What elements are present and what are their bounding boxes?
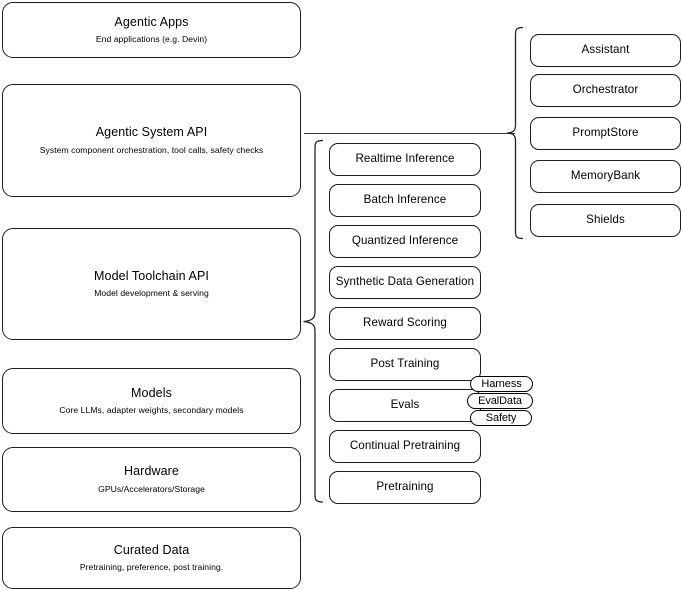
component-box-orchestrator[interactable]: Orchestrator: [530, 74, 681, 107]
layer-title: Curated Data: [113, 542, 190, 557]
layer-box-agentic-system-api[interactable]: Agentic System API System component orch…: [2, 84, 301, 197]
layer-title: Hardware: [124, 464, 179, 479]
layer-subtitle: Core LLMs, adapter weights, secondary mo…: [59, 405, 244, 416]
layer-subtitle: Pretraining, preference, post training.: [79, 562, 224, 573]
component-box-promptstore[interactable]: PromptStore: [530, 117, 681, 150]
component-box-assistant[interactable]: Assistant: [530, 34, 681, 67]
layer-subtitle: System component orchestration, tool cal…: [39, 144, 264, 155]
component-label: MemoryBank: [570, 169, 641, 183]
capability-label: Realtime Inference: [355, 152, 455, 166]
capability-box-quantized-inference[interactable]: Quantized Inference: [329, 225, 481, 258]
capability-label: Evals: [390, 398, 420, 412]
layer-subtitle: End applications (e.g. Devin): [95, 34, 208, 45]
component-label: PromptStore: [572, 126, 639, 140]
connector-line-system-api-to-components: [304, 133, 515, 135]
component-label: Orchestrator: [572, 83, 639, 97]
brace-model-toolchain-capabilities: [303, 139, 324, 503]
component-label: Assistant: [581, 43, 630, 57]
component-box-shields[interactable]: Shields: [530, 204, 681, 237]
capability-box-realtime-inference[interactable]: Realtime Inference: [329, 143, 481, 176]
capability-box-pretraining[interactable]: Pretraining: [329, 471, 481, 504]
layer-title: Agentic System API: [95, 125, 208, 140]
capability-label: Pretraining: [376, 480, 434, 494]
capability-label: Reward Scoring: [363, 316, 447, 330]
layer-box-hardware[interactable]: Hardware GPUs/Accelerators/Storage: [2, 447, 301, 512]
layer-subtitle: GPUs/Accelerators/Storage: [98, 483, 205, 494]
evals-tag-label: Harness: [481, 378, 522, 390]
layer-subtitle: Model development & serving: [94, 288, 209, 299]
capability-label: Post Training: [370, 357, 440, 371]
component-box-memorybank[interactable]: MemoryBank: [530, 160, 681, 193]
capability-box-batch-inference[interactable]: Batch Inference: [329, 184, 481, 217]
capability-box-continual-pretraining[interactable]: Continual Pretraining: [329, 430, 481, 463]
evals-tag-safety[interactable]: Safety: [470, 410, 532, 426]
capability-label: Continual Pretraining: [349, 439, 461, 453]
layer-title: Agentic Apps: [114, 14, 189, 29]
evals-tag-label: Safety: [485, 412, 517, 424]
capability-label: Batch Inference: [363, 193, 447, 207]
component-label: Shields: [586, 213, 625, 227]
layer-box-model-toolchain-api[interactable]: Model Toolchain API Model development & …: [2, 228, 301, 340]
capability-box-post-training[interactable]: Post Training: [329, 348, 481, 381]
brace-agentic-system-components: [506, 26, 524, 240]
layer-box-curated-data[interactable]: Curated Data Pretraining, preference, po…: [2, 527, 301, 589]
layer-title: Model Toolchain API: [94, 268, 209, 283]
capability-box-synthetic-data-generation[interactable]: Synthetic Data Generation: [329, 266, 481, 299]
layer-box-agentic-apps[interactable]: Agentic Apps End applications (e.g. Devi…: [2, 2, 301, 58]
capability-label: Quantized Inference: [351, 234, 459, 248]
capability-box-evals[interactable]: Evals: [329, 389, 481, 422]
evals-tag-label: EvalData: [478, 395, 522, 407]
capability-box-reward-scoring[interactable]: Reward Scoring: [329, 307, 481, 340]
layer-box-models[interactable]: Models Core LLMs, adapter weights, secon…: [2, 368, 301, 434]
evals-tag-harness[interactable]: Harness: [470, 376, 533, 392]
evals-tag-evaldata[interactable]: EvalData: [467, 393, 533, 409]
layer-title: Models: [131, 385, 172, 400]
capability-label: Synthetic Data Generation: [335, 275, 475, 289]
